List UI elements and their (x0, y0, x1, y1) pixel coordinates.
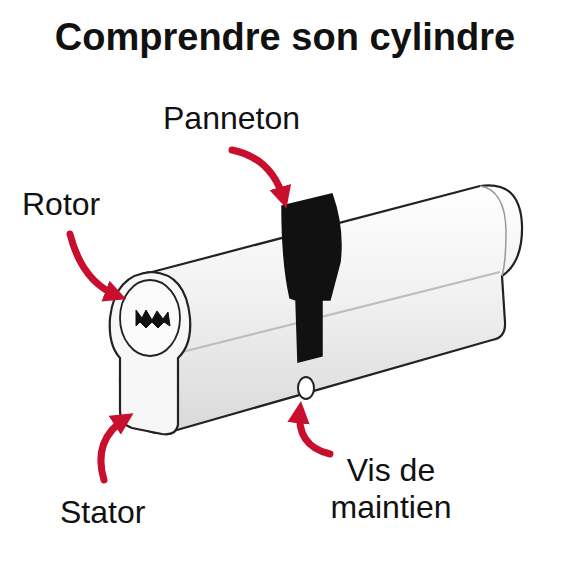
cylinder-body (110, 185, 522, 434)
part-label: Rotor (22, 186, 100, 223)
cam-panneton (282, 194, 341, 362)
part-label: Stator (60, 494, 145, 531)
part-label: Vis de maintien (316, 452, 466, 526)
diagram-title: Comprendre son cylindre (4, 16, 562, 60)
part-label: Panneton (163, 100, 300, 137)
screw-hole (298, 377, 314, 399)
leader-arrows (70, 150, 330, 480)
